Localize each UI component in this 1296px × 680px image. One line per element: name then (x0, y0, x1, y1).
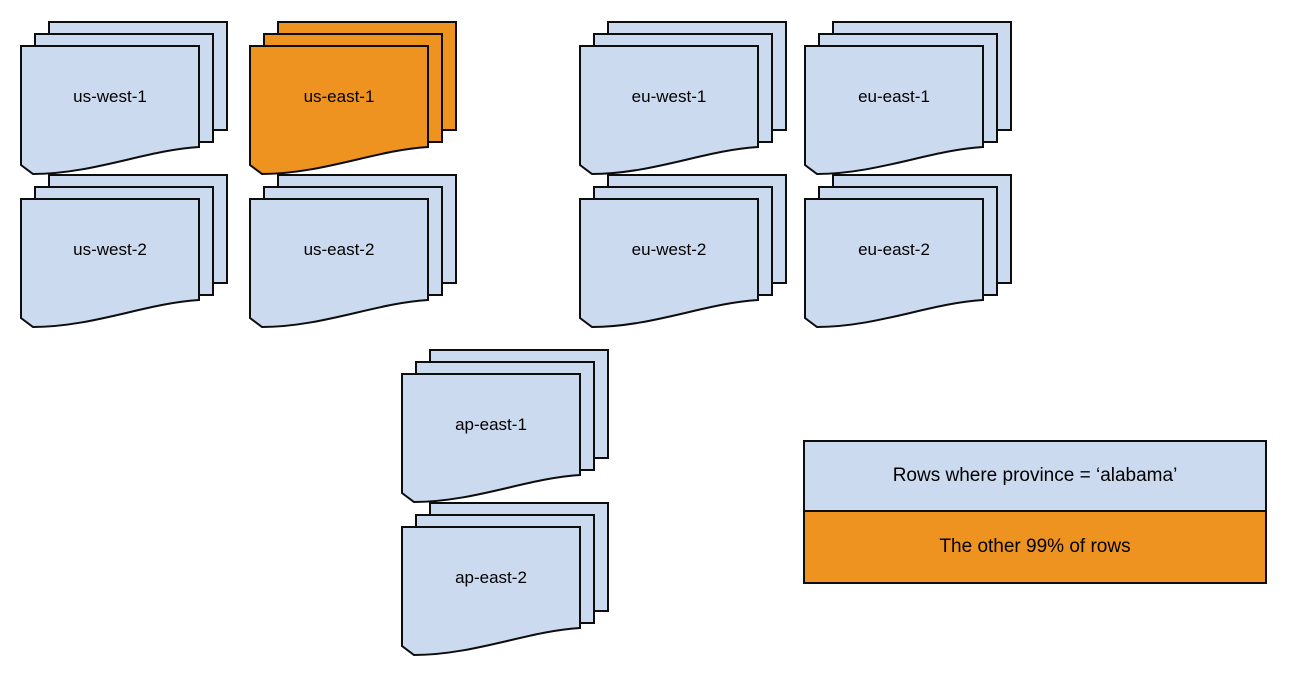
region-stack-us-west-1[interactable]: us-west-1 (19, 20, 229, 176)
legend-label-alabama: Rows where province = ‘alabama’ (892, 465, 1178, 486)
stack-sheet-front (579, 45, 759, 176)
legend-row-other: The other 99% of rows (805, 512, 1265, 582)
legend-row-alabama: Rows where province = ‘alabama’ (805, 442, 1265, 512)
region-label: us-west-2 (73, 240, 147, 259)
stack-sheet-front (249, 45, 429, 176)
stack-sheet-front (401, 373, 581, 504)
region-stack-us-west-2[interactable]: us-west-2 (19, 173, 229, 329)
region-stack-eu-east-2[interactable]: eu-east-2 (803, 173, 1013, 329)
stack-sheet-front (20, 45, 200, 176)
legend: Rows where province = ‘alabama’ The othe… (803, 440, 1267, 584)
region-label: eu-west-2 (632, 240, 707, 259)
region-stack-eu-east-1[interactable]: eu-east-1 (803, 20, 1013, 176)
stack-sheet-front (579, 198, 759, 329)
region-label: us-east-1 (304, 87, 375, 106)
region-stack-eu-west-1[interactable]: eu-west-1 (578, 20, 788, 176)
stack-sheet-front (804, 198, 984, 329)
stack-sheet-front (249, 198, 429, 329)
region-label: eu-east-2 (858, 240, 930, 259)
region-stack-eu-west-2[interactable]: eu-west-2 (578, 173, 788, 329)
region-label: eu-west-1 (632, 87, 707, 106)
legend-label-other: The other 99% of rows (939, 536, 1131, 557)
stack-sheet-front (401, 526, 581, 657)
stack-sheet-front (804, 45, 984, 176)
region-stack-ap-east-2[interactable]: ap-east-2 (400, 501, 610, 657)
region-stack-ap-east-1[interactable]: ap-east-1 (400, 348, 610, 504)
region-label: ap-east-2 (455, 568, 527, 587)
stack-sheet-front (20, 198, 200, 329)
region-stack-us-east-2[interactable]: us-east-2 (248, 173, 458, 329)
region-stack-us-east-1[interactable]: us-east-1 (248, 20, 458, 176)
region-label: ap-east-1 (455, 415, 527, 434)
region-label: eu-east-1 (858, 87, 930, 106)
region-label: us-west-1 (73, 87, 147, 106)
region-label: us-east-2 (304, 240, 375, 259)
